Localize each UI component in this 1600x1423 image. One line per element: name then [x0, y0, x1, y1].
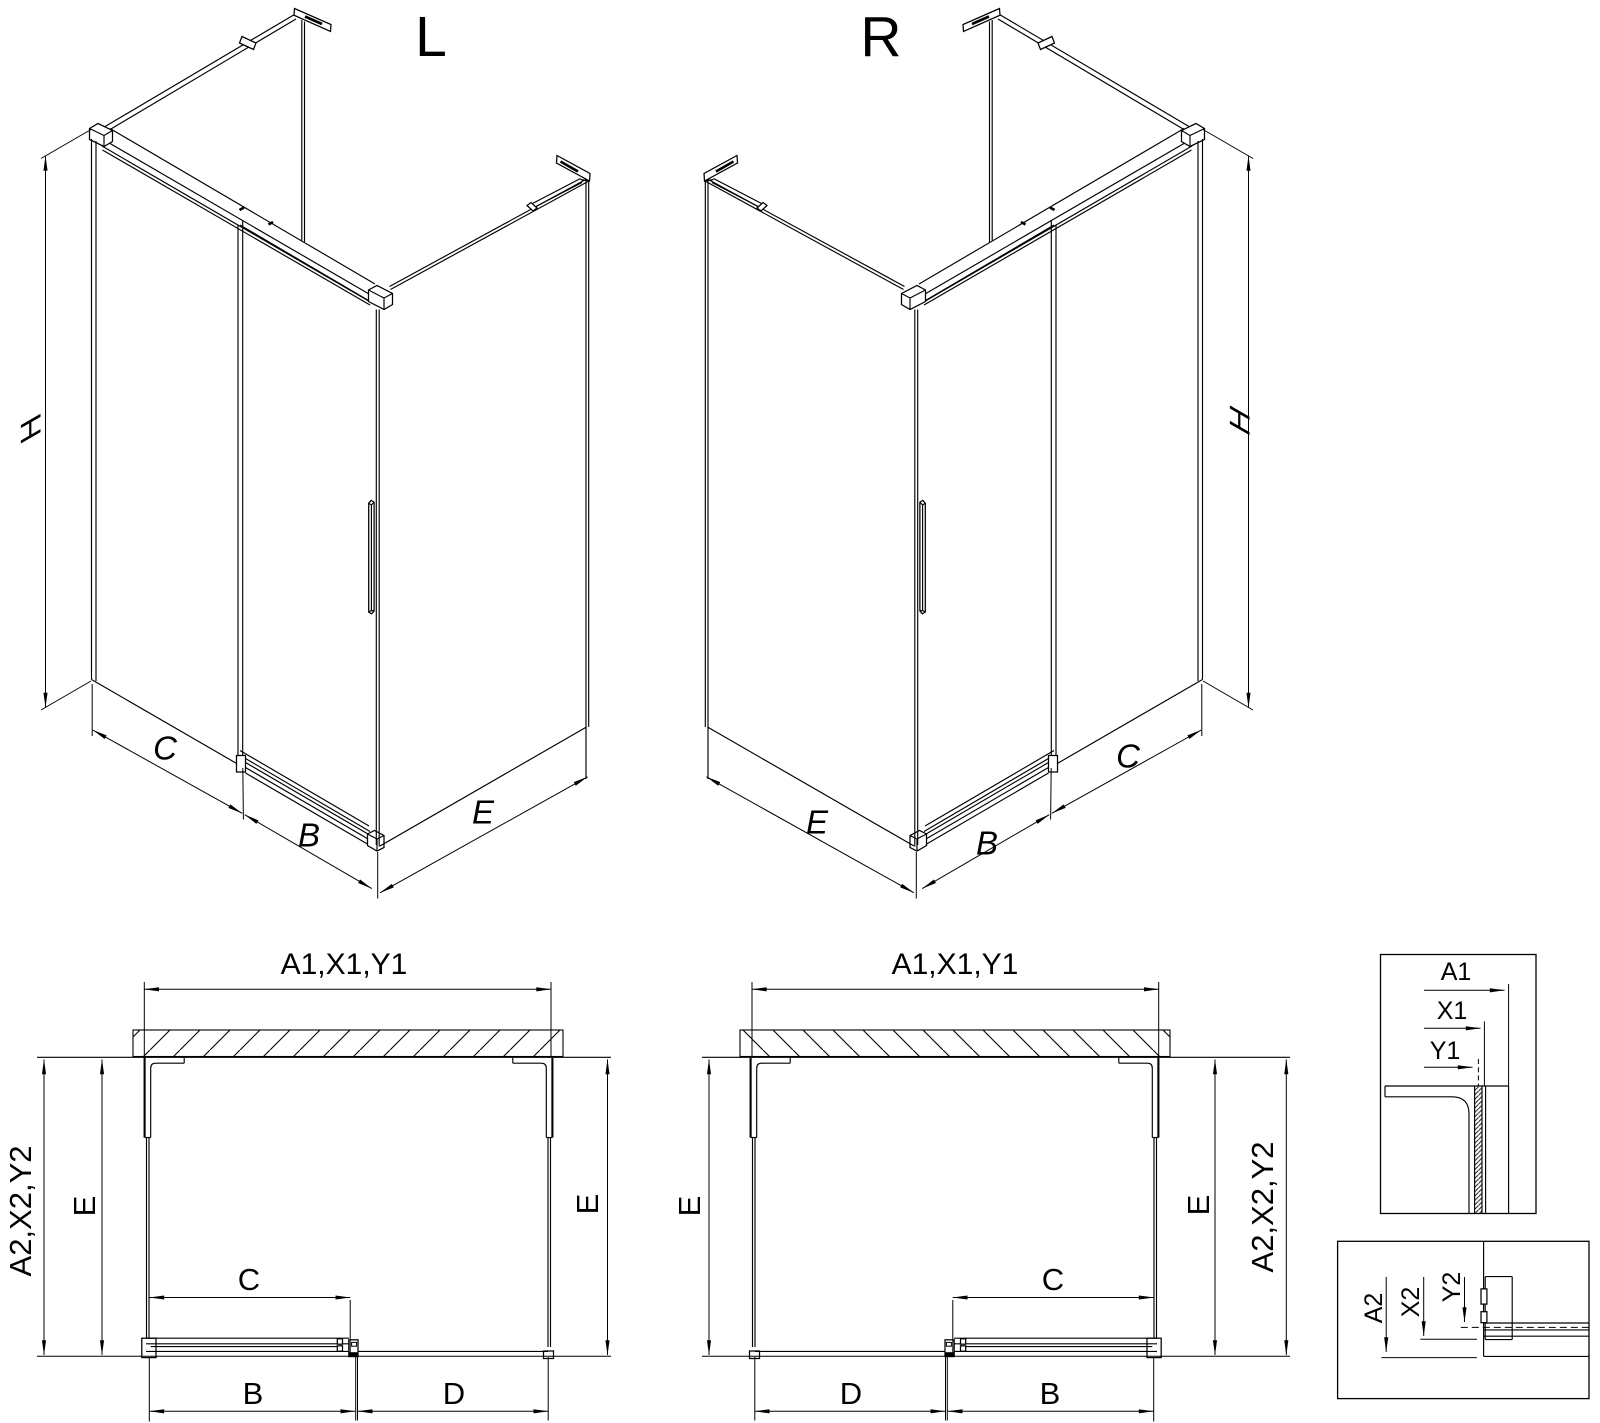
svg-text:B: B [243, 1376, 264, 1411]
svg-text:C: C [1042, 1262, 1064, 1297]
svg-text:E: E [570, 1194, 605, 1215]
svg-text:E: E [472, 794, 495, 831]
svg-text:C: C [153, 730, 178, 767]
svg-text:R: R [860, 5, 901, 69]
svg-text:E: E [672, 1196, 707, 1217]
svg-text:C: C [1116, 738, 1141, 775]
svg-text:A2: A2 [1360, 1293, 1388, 1324]
svg-text:X1: X1 [1437, 997, 1468, 1025]
svg-text:E: E [806, 804, 829, 841]
svg-text:E: E [1181, 1195, 1216, 1216]
svg-text:Y1: Y1 [1430, 1037, 1461, 1065]
svg-text:D: D [840, 1376, 862, 1411]
svg-text:E: E [67, 1196, 102, 1217]
svg-text:B: B [1040, 1376, 1061, 1411]
svg-text:D: D [443, 1376, 465, 1411]
svg-text:C: C [238, 1262, 260, 1297]
svg-text:Y2: Y2 [1438, 1272, 1466, 1303]
svg-text:B: B [298, 817, 320, 854]
svg-text:A1,X1,Y1: A1,X1,Y1 [892, 948, 1019, 981]
svg-text:A1: A1 [1441, 958, 1472, 986]
svg-text:B: B [976, 825, 998, 862]
svg-text:X2: X2 [1397, 1287, 1425, 1318]
svg-text:L: L [415, 5, 447, 69]
svg-text:A1,X1,Y1: A1,X1,Y1 [281, 948, 408, 981]
svg-text:A2,X2,Y2: A2,X2,Y2 [3, 1146, 38, 1277]
svg-text:A2,X2,Y2: A2,X2,Y2 [1245, 1142, 1280, 1273]
